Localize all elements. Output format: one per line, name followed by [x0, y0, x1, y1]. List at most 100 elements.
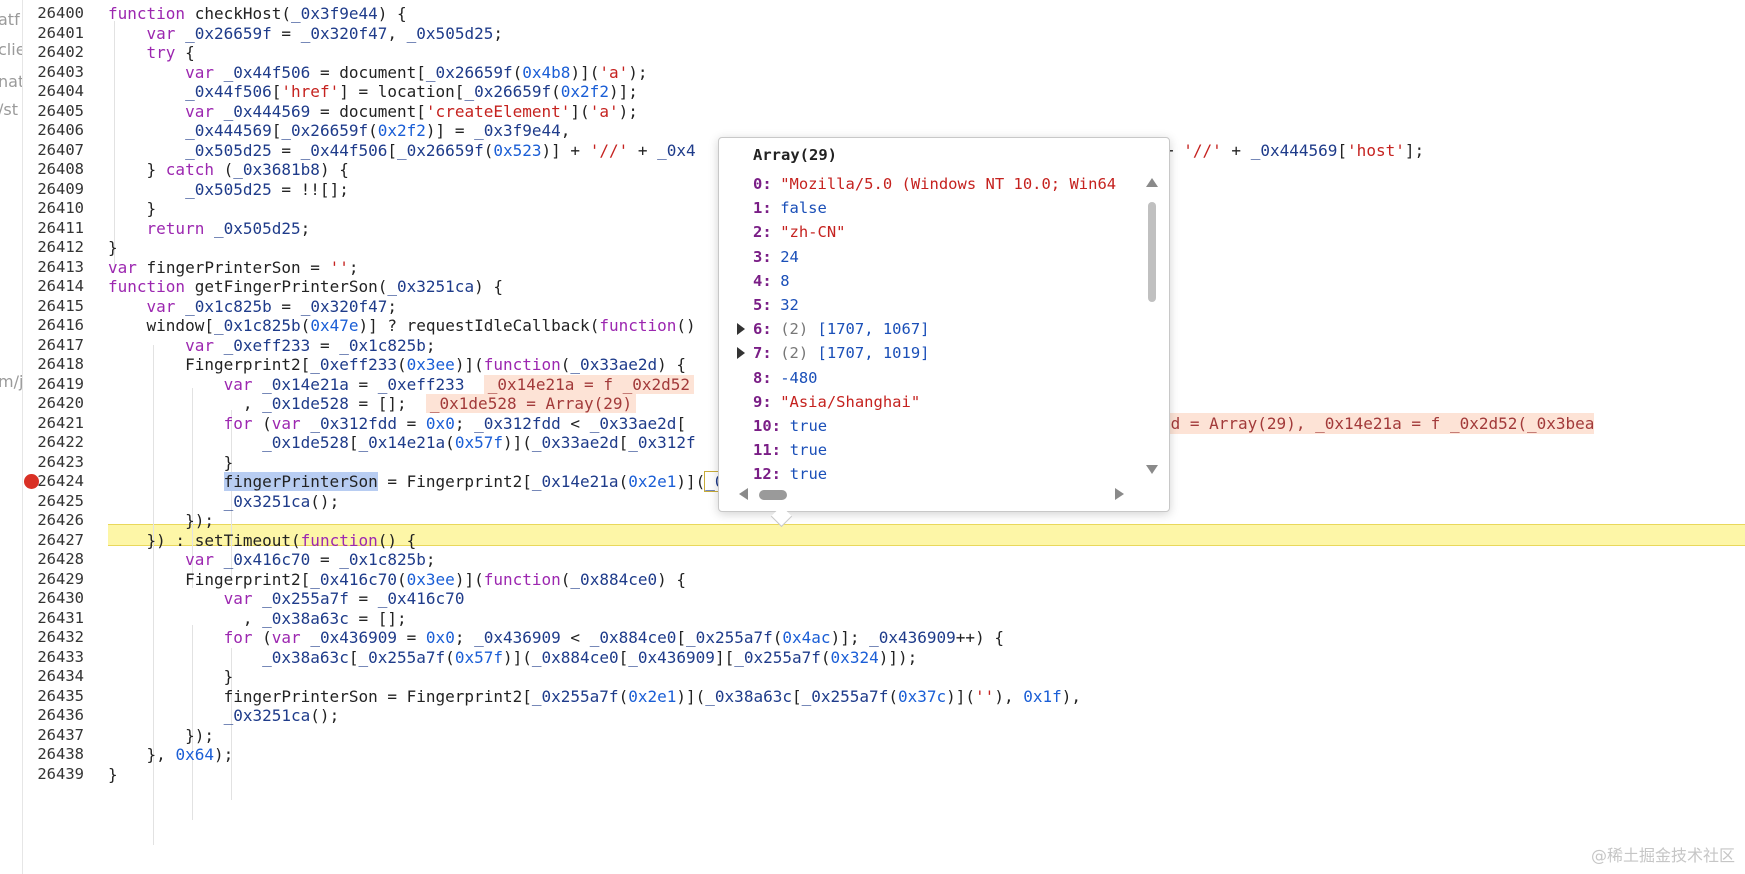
indent-guide — [153, 345, 154, 845]
code-line: _0x444569[_0x26659f(0x2f2)] = _0x3f9e44, — [185, 121, 571, 140]
indent-guide — [231, 648, 232, 800]
code-line: Fingerprint2[_0xeff233(0x3ee)](function(… — [185, 355, 687, 374]
line-number[interactable]: 26401 — [37, 23, 84, 42]
line-number[interactable]: 26402 — [37, 43, 84, 61]
popover-vertical-scrollbar[interactable] — [1145, 174, 1159, 478]
line-number[interactable]: 26424 — [37, 472, 84, 490]
code-line: var _0x44f506 = document[_0x26659f(0x4b8… — [185, 62, 648, 82]
line-number[interactable]: 26420 — [37, 394, 84, 412]
scroll-left-arrow-icon[interactable] — [739, 488, 748, 500]
line-number[interactable]: 26434 — [37, 667, 84, 685]
array-entry[interactable]: 2:"zh-CN" — [753, 223, 846, 242]
line-number[interactable]: 26433 — [37, 647, 84, 666]
inline-value: _0x14e21a = f _0x2d52 — [483, 374, 695, 394]
line-number[interactable]: 26417 — [37, 335, 84, 354]
line-number[interactable]: 26431 — [37, 608, 84, 627]
inline-value: _0x1de528 = Array(29) — [425, 394, 637, 413]
vertical-scroll-thumb[interactable] — [1148, 202, 1156, 302]
array-entry[interactable]: 5:32 — [753, 296, 799, 314]
line-number[interactable]: 26423 — [37, 452, 84, 471]
array-entry[interactable]: 7:(2) [1707, 1019] — [719, 341, 1139, 365]
line-number[interactable]: 26430 — [37, 589, 84, 607]
code-line: for (var _0x436909 = 0x0; _0x436909 < _0… — [223, 628, 1004, 647]
code-line: _0x3251ca(); — [223, 706, 340, 725]
scroll-down-arrow-icon[interactable] — [1146, 465, 1158, 474]
line-number[interactable]: 26411 — [37, 218, 84, 237]
array-entry[interactable]: 3:24 — [753, 247, 799, 266]
watermark: @稀土掘金技术社区 — [1590, 846, 1735, 865]
line-number[interactable]: 26427 — [37, 530, 84, 549]
code-line: var _0x416c70 = _0x1c825b; — [185, 550, 436, 569]
indent-guide — [231, 410, 232, 580]
code-line: Fingerprint2[_0x416c70(0x3ee)](function(… — [185, 569, 687, 589]
variable-preview-popover[interactable]: Array(29) 0:"Mozilla/5.0 (Windows NT 10.… — [718, 137, 1170, 512]
line-number[interactable]: 26407 — [37, 140, 84, 159]
popover-horizontal-scrollbar[interactable] — [739, 487, 1124, 501]
array-entry[interactable]: 9:"Asia/Shanghai" — [753, 392, 921, 411]
line-number[interactable]: 26412 — [37, 238, 84, 256]
code-line: } — [108, 238, 118, 257]
line-number[interactable]: 26428 — [37, 550, 84, 568]
scroll-right-arrow-icon[interactable] — [1115, 488, 1124, 500]
code-line: _0x1de528[_0x14e21a(0x57f)](_0x33ae2d[_0… — [262, 433, 696, 452]
line-number[interactable]: 26406 — [37, 121, 84, 139]
line-number[interactable]: 26413 — [37, 257, 84, 276]
left-panel-fragment: nat — [0, 72, 23, 91]
array-entry[interactable]: 11:true — [753, 441, 828, 460]
line-number[interactable]: 26429 — [37, 569, 84, 588]
array-entry[interactable]: 4:8 — [753, 271, 790, 290]
array-entry[interactable]: 1:false — [753, 199, 827, 218]
line-number[interactable]: 26415 — [37, 296, 84, 315]
array-entry[interactable]: 12:true — [753, 465, 828, 484]
line-number[interactable]: 26409 — [37, 179, 84, 198]
code-line: _0x505d25 = _0x44f506[_0x26659f(0x523)] … — [185, 140, 696, 160]
line-number[interactable]: 26425 — [37, 491, 84, 510]
indent-guide — [192, 388, 193, 588]
current-execution-line-highlight — [108, 524, 1745, 546]
line-number[interactable]: 26400 — [37, 4, 84, 22]
line-number[interactable]: 26408 — [37, 160, 84, 178]
popover-title: Array(29) — [753, 146, 837, 164]
indent-guide — [192, 625, 193, 820]
line-number[interactable]: 26404 — [37, 82, 84, 100]
line-number[interactable]: 26405 — [37, 101, 84, 120]
code-editor[interactable]: function checkHost(_0x3f9e44) { var _0x2… — [108, 0, 1745, 874]
line-number[interactable]: 26439 — [37, 764, 84, 783]
code-line: function checkHost(_0x3f9e44) { — [108, 4, 407, 23]
array-entry[interactable]: 0:"Mozilla/5.0 (Windows NT 10.0; Win64 — [753, 175, 1117, 193]
code-line: fingerPrinterSon = Fingerprint2[_0x255a7… — [223, 686, 1082, 706]
line-number[interactable]: 26421 — [37, 413, 84, 432]
array-entry[interactable]: 6:(2) [1707, 1067] — [719, 317, 1139, 341]
line-number[interactable]: 26426 — [37, 511, 84, 529]
line-number[interactable]: 26422 — [37, 433, 84, 451]
code-line: for (var _0x312fdd = 0x0; _0x312fdd < _0… — [223, 413, 687, 433]
line-number[interactable]: 26419 — [37, 374, 84, 393]
line-number[interactable]: 26432 — [37, 628, 84, 646]
code-line: try { — [146, 43, 195, 62]
line-number[interactable]: 26418 — [37, 355, 84, 373]
line-number[interactable]: 26410 — [37, 199, 84, 217]
code-line: }, 0x64); — [108, 745, 234, 764]
array-entry[interactable]: 8:-480 — [753, 368, 818, 387]
scroll-up-arrow-icon[interactable] — [1146, 178, 1158, 187]
line-number[interactable]: 26436 — [37, 706, 84, 724]
line-number[interactable]: 26438 — [37, 745, 84, 763]
line-number[interactable]: 26416 — [37, 316, 84, 334]
line-number[interactable]: 26403 — [37, 62, 84, 81]
code-line: var _0x255a7f = _0x416c70 — [223, 589, 465, 608]
code-line: } — [108, 667, 234, 686]
code-line: _0x505d25 = !![]; — [185, 179, 349, 199]
code-line: _0x44f506['href'] = location[_0x26659f(0… — [185, 82, 638, 101]
horizontal-scroll-thumb[interactable] — [759, 490, 787, 500]
code-line: window[_0x1c825b(0x47e)] ? requestIdleCa… — [146, 316, 696, 335]
array-entry[interactable]: 10:true — [753, 417, 828, 435]
line-number[interactable]: 26414 — [37, 277, 84, 295]
breakpoint-marker-icon[interactable] — [24, 474, 39, 489]
code-line: var _0x1c825b = _0x320f47; — [146, 296, 398, 316]
code-line: } — [108, 452, 234, 472]
left-panel-fragment: atf — [0, 10, 20, 29]
code-line: }); — [108, 511, 214, 530]
line-number[interactable]: 26437 — [37, 725, 84, 744]
line-number[interactable]: 26435 — [37, 686, 84, 705]
